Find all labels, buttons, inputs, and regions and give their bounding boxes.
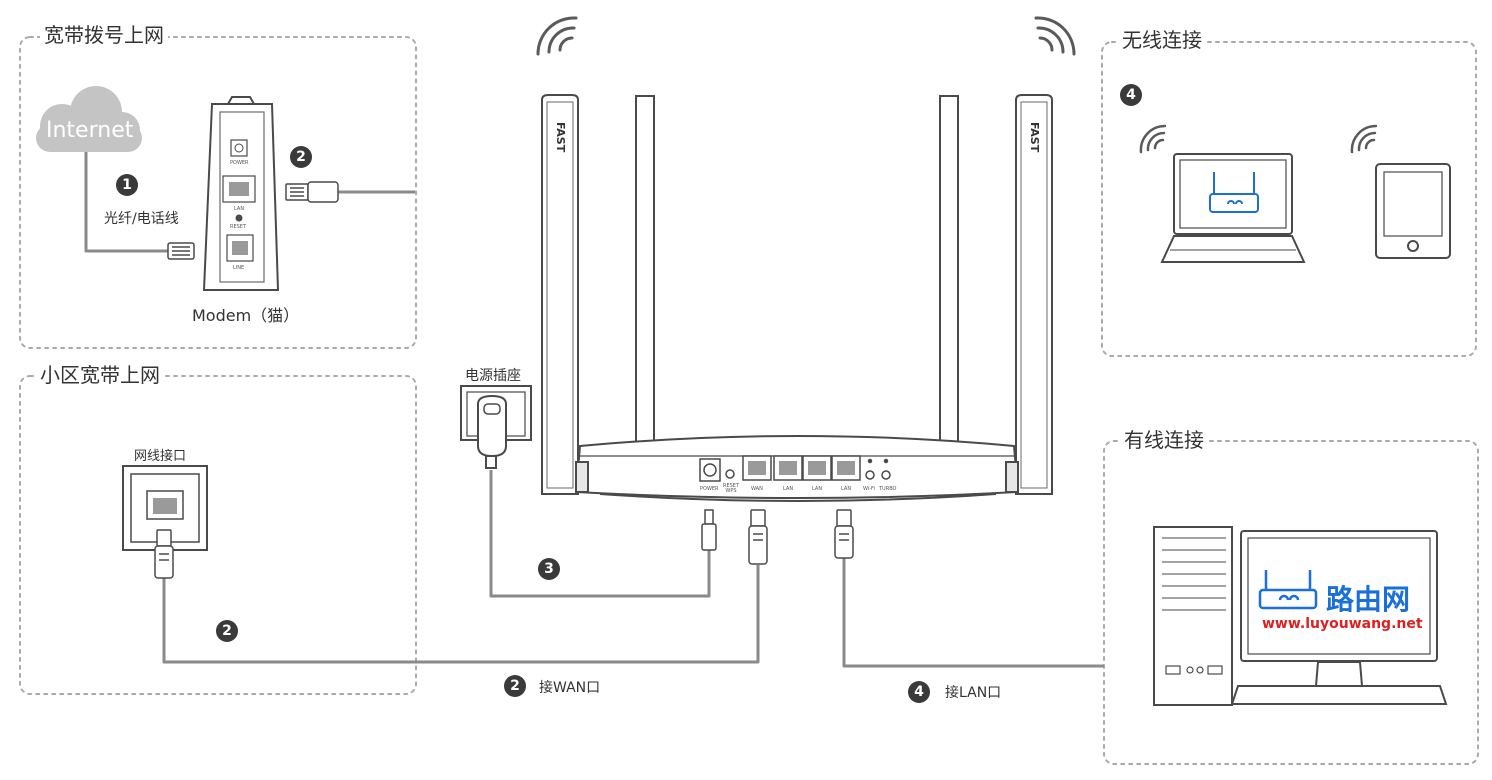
modem-line-label: LINE bbox=[233, 265, 245, 271]
router-signal-left bbox=[536, 16, 578, 56]
router-antennas bbox=[541, 94, 1053, 497]
step-badge-3: 3 bbox=[538, 558, 560, 580]
router-ports bbox=[699, 455, 891, 482]
dialup-section-box bbox=[19, 36, 417, 349]
fiber-cable bbox=[84, 150, 168, 253]
wall-network-port bbox=[122, 465, 208, 551]
wired-section-title: 有线连接 bbox=[1120, 428, 1208, 452]
modem-reset-label: RESET bbox=[230, 224, 247, 230]
connect-lan-label: 接LAN口 bbox=[945, 685, 1002, 701]
router-lan2-label: LAN bbox=[812, 486, 823, 492]
phone-plug bbox=[167, 242, 195, 260]
router-lan3-label: LAN bbox=[841, 486, 852, 492]
internet-cloud bbox=[36, 86, 142, 152]
laptop-router-icon bbox=[1209, 172, 1259, 213]
laptop-signal bbox=[1139, 124, 1167, 154]
power-plug bbox=[701, 509, 717, 551]
section-boxes bbox=[19, 36, 1479, 765]
modem-label: Modem（猫） bbox=[192, 306, 300, 325]
connect-wan-label: 接WAN口 bbox=[539, 680, 601, 696]
router-power-label: POWER bbox=[700, 486, 719, 492]
laptop bbox=[1160, 153, 1306, 263]
tablet-signal bbox=[1350, 124, 1378, 154]
desktop-monitor bbox=[1230, 530, 1448, 705]
power-cable bbox=[489, 470, 711, 598]
tablet bbox=[1375, 163, 1451, 259]
power-adapter bbox=[477, 394, 507, 469]
step-badge-2-modem: 2 bbox=[290, 146, 312, 168]
step-badge-4-wireless: 4 bbox=[1120, 84, 1142, 106]
modem-lan-plug bbox=[285, 181, 339, 203]
router-wan-label: WAN bbox=[751, 486, 763, 492]
lan-plug bbox=[834, 509, 854, 559]
lan-cable bbox=[842, 558, 1104, 668]
wall-port-plug bbox=[154, 529, 174, 579]
wireless-section-title: 无线连接 bbox=[1118, 28, 1206, 52]
modem-device bbox=[202, 96, 280, 291]
router-lan1-label: LAN bbox=[783, 486, 794, 492]
step-badge-2-community: 2 bbox=[216, 620, 238, 642]
cables bbox=[84, 150, 1104, 668]
wan-plug bbox=[748, 509, 768, 565]
watermark-router-icon bbox=[1258, 570, 1318, 610]
step-badge-4-lan: 4 bbox=[908, 681, 930, 703]
internet-label: Internet bbox=[46, 118, 134, 143]
wired-section-box bbox=[1103, 440, 1479, 765]
wall-port-label: 网线接口 bbox=[134, 449, 187, 464]
fiber-phone-line-label: 光纤/电话线 bbox=[104, 211, 179, 227]
community-wan-cable bbox=[162, 565, 760, 664]
router-reset-wps-label: RESET WPS bbox=[722, 483, 740, 494]
modem-power-label: POWER bbox=[230, 160, 249, 166]
step-badge-1: 1 bbox=[116, 174, 138, 196]
router-wifi-label: Wi-Fi bbox=[863, 486, 875, 492]
router-signal-right bbox=[1034, 16, 1076, 56]
watermark-name: 路由网 bbox=[1326, 583, 1411, 616]
wireless-section-box bbox=[1101, 41, 1477, 357]
step-badge-2-wan: 2 bbox=[504, 675, 526, 697]
modem-lan-label: LAN bbox=[234, 206, 245, 212]
power-socket-label: 电源插座 bbox=[465, 368, 521, 384]
router-turbo-label: TURBO bbox=[879, 486, 897, 492]
dialup-section-title: 宽带拨号上网 bbox=[40, 23, 168, 47]
community-section-title: 小区宽带上网 bbox=[36, 363, 164, 387]
router-brand-right: FAST bbox=[1028, 122, 1041, 153]
community-section-box bbox=[19, 375, 417, 695]
watermark-url: www.luyouwang.net bbox=[1262, 616, 1423, 632]
router-brand-left: FAST bbox=[554, 122, 567, 153]
desktop-tower bbox=[1153, 526, 1233, 706]
